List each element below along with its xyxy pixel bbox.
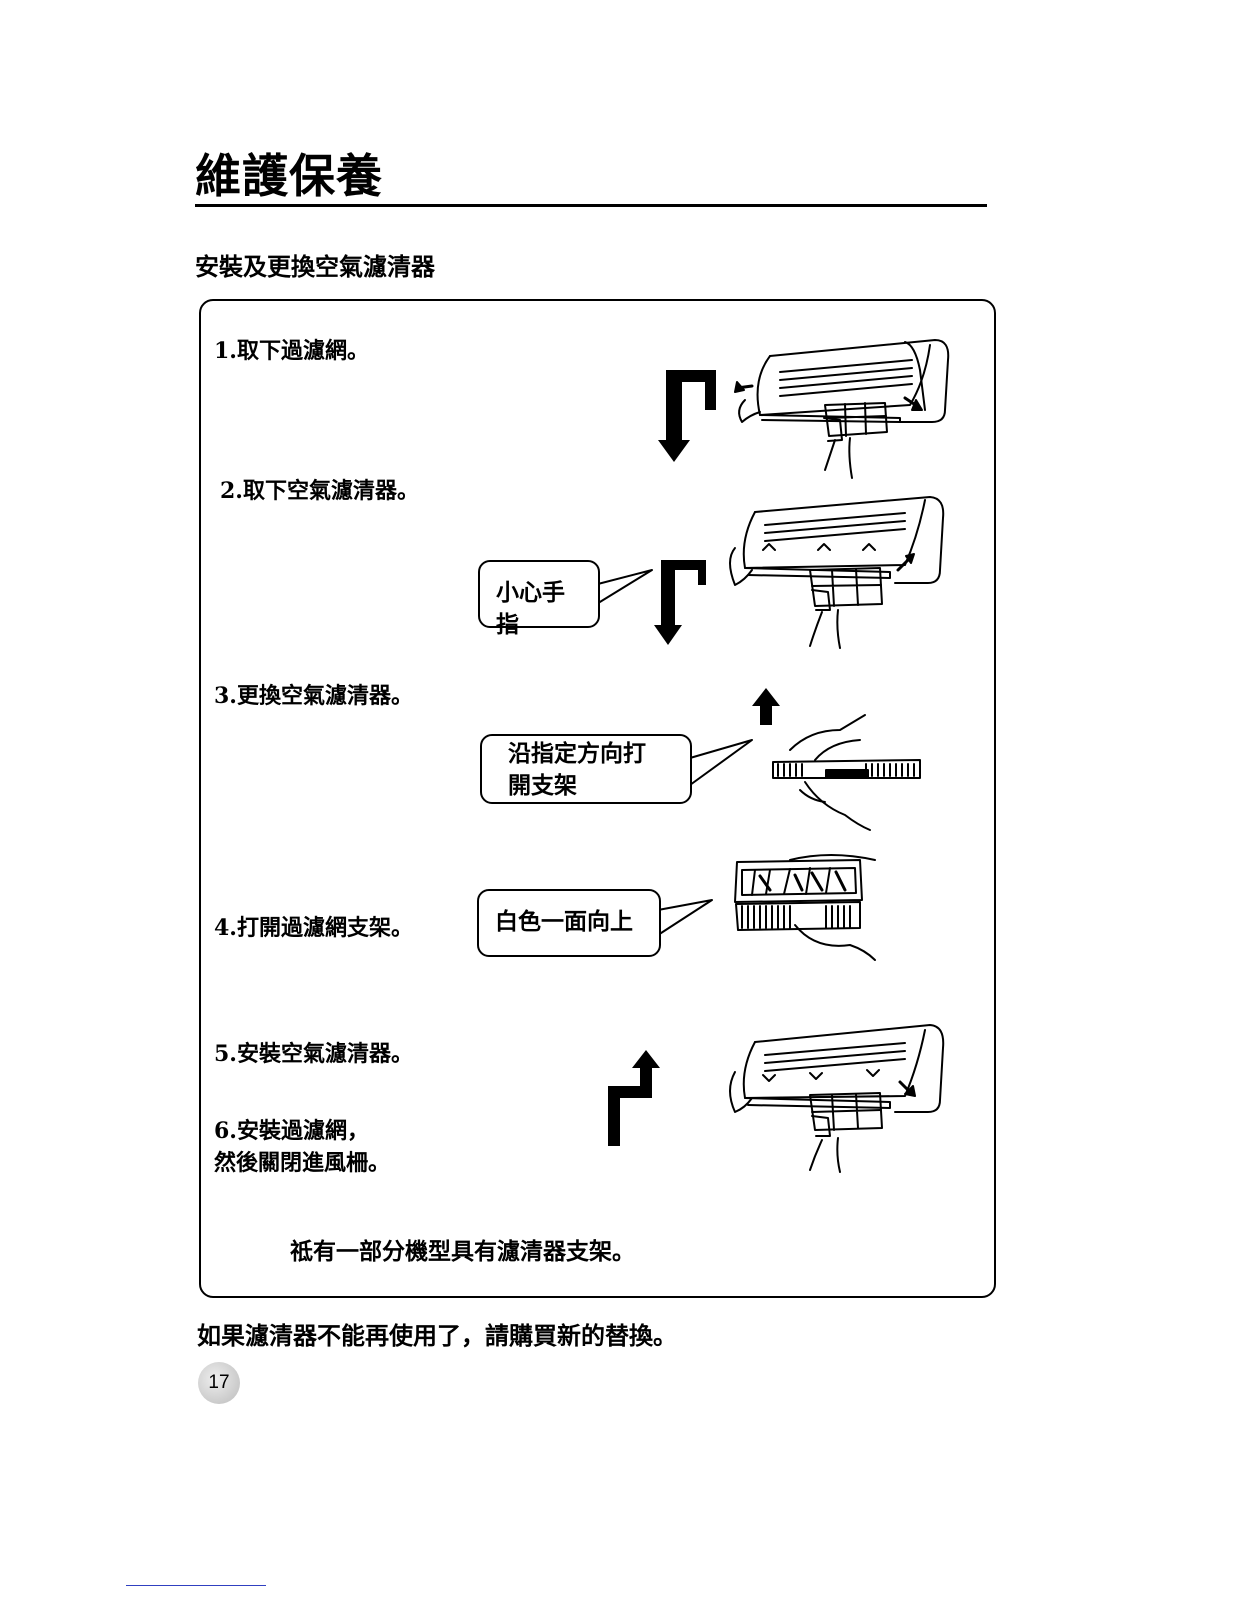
callout-open-bracket-line-2: 開支架 [508,772,577,799]
step-3-label: 3.更換空氣濾清器。 [214,683,413,709]
step-6-label: 6.安裝過濾網， 然後關閉進風柵。 [214,1115,390,1179]
step-2-ac-unit-illustration [729,496,945,649]
panel-note: 祗有一部分機型具有濾清器支架。 [290,1238,635,1265]
step-5-ac-unit-illustration [729,1024,945,1173]
step-4-label: 4.打開過濾網支架。 [214,915,413,941]
callout-3-tail [657,899,713,936]
section-heading: 安裝及更換空氣濾清器 [195,252,435,281]
step-3-filter-illustration [772,714,921,831]
callout-open-bracket-line-1: 沿指定方向打 [508,740,646,767]
step-5-direction-arrow [608,1050,660,1146]
page-number: 17 [198,1362,240,1404]
step-4-filter-frame-illustration [734,854,876,961]
callout-white-side-up: 白色一面向上 [477,889,661,957]
step-6-line-1: 6.安裝過濾網， [214,1118,369,1144]
step-1-ac-unit-illustration [738,339,950,479]
step-1-direction-arrow [658,370,923,462]
step-3-up-arrow [752,688,780,725]
steps-panel [199,299,996,1298]
callout-2-tail [689,739,753,786]
step-2-label: 2.取下空氣濾清器。 [220,478,419,504]
step-2-direction-arrow [654,553,915,645]
step-5-label: 5.安裝空氣濾清器。 [214,1041,413,1067]
page-title: 維護保養 [195,149,383,203]
title-divider [195,204,987,207]
callout-finger-warning: 小心手指 [478,560,600,638]
step-6-line-2: 然後關閉進風柵。 [214,1150,391,1176]
callout-1-tail [593,569,653,606]
callout-open-bracket: 沿指定方向打 開支架 [480,734,692,804]
bottom-rule [126,1585,266,1586]
footer-note: 如果濾清器不能再使用了，請購買新的替換。 [197,1321,677,1350]
step-1-label: 1.取下過濾網。 [214,338,369,364]
